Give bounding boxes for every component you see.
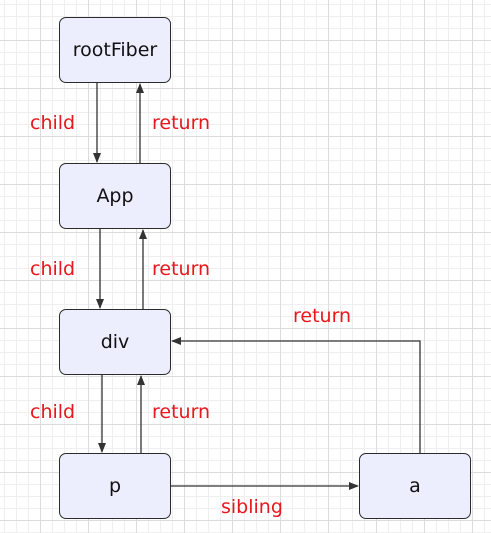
label-return-p-div: return bbox=[152, 401, 211, 423]
edge-return-a-div bbox=[171, 337, 421, 453]
node-div[interactable]: div bbox=[59, 309, 171, 375]
node-rootfiber[interactable]: rootFiber bbox=[59, 17, 171, 83]
label-sibling-p-a: sibling bbox=[221, 496, 283, 518]
label-return-div-app: return bbox=[152, 258, 211, 280]
label-return-app-rootfiber: return bbox=[152, 112, 211, 134]
label-child-div-p: child bbox=[30, 401, 76, 423]
label-return-a-div: return bbox=[293, 305, 352, 327]
node-p[interactable]: p bbox=[59, 453, 171, 519]
label-child-app-div: child bbox=[30, 258, 76, 280]
node-a[interactable]: a bbox=[359, 453, 471, 519]
label-child-rootfiber-app: child bbox=[30, 112, 76, 134]
node-app[interactable]: App bbox=[59, 163, 171, 229]
